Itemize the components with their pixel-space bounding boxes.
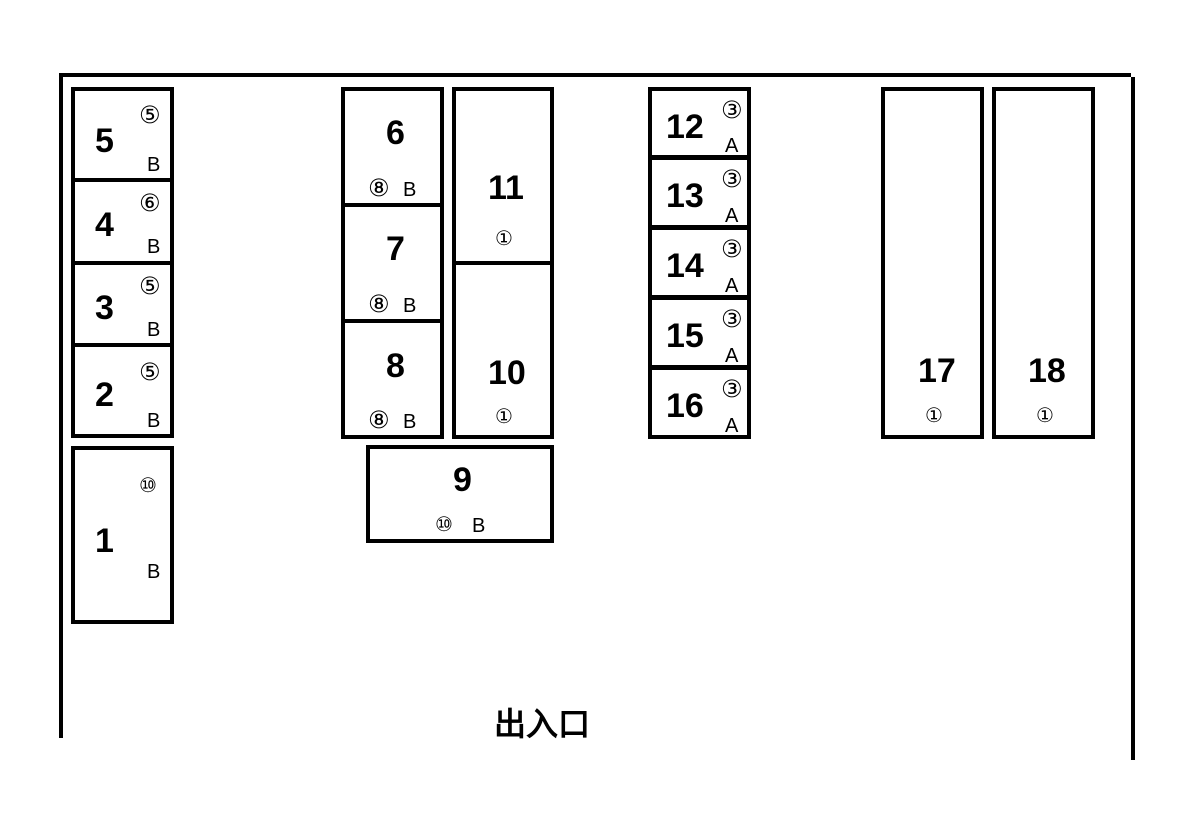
- parking-space-16: 16 ③ A: [648, 366, 751, 439]
- space-circled-value: ③: [721, 97, 743, 124]
- parking-space-18: 18 ①: [992, 87, 1095, 439]
- space-number: 7: [386, 230, 405, 268]
- right-wall: [1131, 77, 1135, 760]
- space-grade: B: [403, 179, 417, 201]
- space-circled-value: ⑧: [368, 407, 390, 434]
- space-number: 3: [95, 289, 114, 327]
- space-circled-value: ①: [495, 406, 513, 428]
- top-wall: [59, 73, 1131, 77]
- space-circled-value: ⑤: [139, 273, 161, 300]
- space-number: 17: [918, 352, 956, 390]
- space-circled-value: ③: [721, 376, 743, 403]
- parking-space-13: 13 ③ A: [648, 156, 751, 229]
- space-circled-value: ①: [1036, 405, 1054, 427]
- space-circled-value: ③: [721, 166, 743, 193]
- parking-space-5: 5 ⑤ B: [71, 87, 174, 182]
- space-number: 5: [95, 122, 114, 160]
- parking-space-3: 3 ⑤ B: [71, 261, 174, 347]
- parking-space-14: 14 ③ A: [648, 226, 751, 299]
- space-grade: A: [725, 205, 739, 227]
- parking-space-9: 9 ⑩ B: [366, 445, 554, 543]
- parking-space-4: 4 ⑥ B: [71, 178, 174, 265]
- space-number: 14: [666, 247, 704, 285]
- parking-space-6: 6 ⑧ B: [341, 87, 444, 207]
- space-circled-value: ⑩: [435, 514, 453, 536]
- parking-space-17: 17 ①: [881, 87, 984, 439]
- space-circled-value: ⑤: [139, 359, 161, 386]
- space-circled-value: ⑩: [139, 475, 157, 497]
- parking-space-2: 2 ⑤ B: [71, 343, 174, 438]
- parking-space-15: 15 ③ A: [648, 296, 751, 369]
- space-number: 6: [386, 114, 405, 152]
- space-circled-value: ③: [721, 306, 743, 333]
- left-wall: [59, 73, 63, 738]
- space-circled-value: ⑧: [368, 175, 390, 202]
- space-grade: A: [725, 415, 739, 437]
- space-grade: B: [403, 411, 417, 433]
- space-circled-value: ⑧: [368, 291, 390, 318]
- space-circled-value: ⑥: [139, 190, 161, 217]
- space-number: 2: [95, 376, 114, 414]
- space-grade: B: [147, 561, 161, 583]
- space-circled-value: ⑤: [139, 102, 161, 129]
- space-grade: B: [472, 515, 486, 537]
- space-grade: B: [147, 236, 161, 258]
- parking-space-12: 12 ③ A: [648, 87, 751, 159]
- space-circled-value: ①: [495, 228, 513, 250]
- space-grade: A: [725, 135, 739, 157]
- space-number: 13: [666, 177, 704, 215]
- space-circled-value: ①: [925, 405, 943, 427]
- space-circled-value: ③: [721, 236, 743, 263]
- parking-space-7: 7 ⑧ B: [341, 203, 444, 323]
- entrance-label: 出入口: [494, 705, 591, 743]
- space-grade: B: [403, 295, 417, 317]
- space-number: 11: [488, 169, 524, 207]
- space-number: 1: [95, 522, 114, 560]
- space-grade: B: [147, 410, 161, 432]
- space-grade: B: [147, 319, 161, 341]
- parking-space-8: 8 ⑧ B: [341, 319, 444, 439]
- space-number: 12: [666, 108, 704, 146]
- space-number: 8: [386, 347, 405, 385]
- parking-space-10: 10 ①: [452, 261, 554, 439]
- space-grade: A: [725, 275, 739, 297]
- space-number: 16: [666, 387, 704, 425]
- parking-space-11: 11 ①: [452, 87, 554, 265]
- space-grade: B: [147, 154, 161, 176]
- space-grade: A: [725, 345, 739, 367]
- space-number: 9: [453, 461, 472, 499]
- space-number: 18: [1028, 352, 1066, 390]
- space-number: 10: [488, 354, 526, 392]
- parking-space-1: 1 ⑩ B: [71, 446, 174, 624]
- space-number: 4: [95, 206, 114, 244]
- space-number: 15: [666, 317, 704, 355]
